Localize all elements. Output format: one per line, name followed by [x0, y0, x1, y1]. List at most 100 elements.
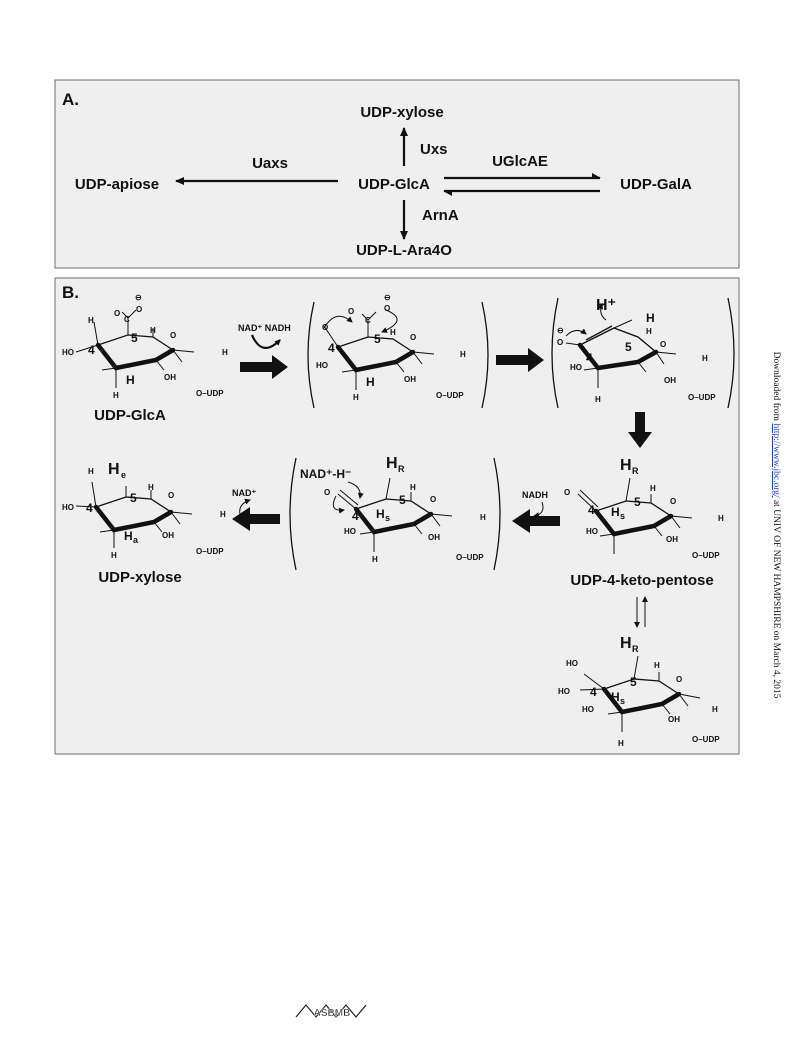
keto-ho: HO	[586, 527, 598, 536]
cofactor-curve-3	[239, 498, 251, 515]
hydrate-h5: H	[654, 661, 660, 670]
glca-oh: OH	[164, 373, 176, 382]
red-ring-o: O	[430, 495, 436, 504]
arrow-step-4	[512, 509, 560, 533]
arrow-step-5	[232, 507, 280, 531]
red-nad-h: NAD⁺-H⁻	[300, 467, 351, 481]
hydrate-hs-main: H	[611, 690, 620, 704]
bracket-right-3	[493, 457, 501, 571]
int-oh: OH	[404, 375, 416, 384]
enol-oudp: O–UDP	[688, 393, 716, 402]
hydrate-oh: OH	[668, 715, 680, 724]
red-h1: H	[480, 513, 486, 522]
cofactor-nad-nadh: NAD⁺ NADH	[238, 323, 291, 333]
int-o-keto: O	[322, 323, 328, 332]
hydrate-ring-o: O	[676, 675, 682, 684]
hydrate-h1: H	[712, 705, 718, 714]
enol-h-bottom: H	[595, 395, 601, 404]
enol-c5: 5	[625, 340, 632, 354]
glca-h-top: H	[88, 316, 94, 325]
hydrate-c4: 4	[590, 685, 597, 699]
structure-keto-intermediate	[323, 309, 435, 390]
bracket-left-1	[307, 301, 315, 409]
keto-hr-sub: R	[632, 466, 639, 476]
hydrate-hr-main: H	[620, 635, 632, 652]
hydrate-hs-sub: s	[620, 696, 625, 706]
int-ho: HO	[316, 361, 328, 370]
asbmb-logo: ASBMB	[295, 1004, 367, 1019]
panel-a-label: A.	[62, 90, 79, 109]
enol-oh: OH	[664, 376, 676, 385]
int-h3: H	[366, 375, 375, 389]
structure-4-keto-pentose	[577, 477, 693, 554]
xyl-h1: H	[220, 510, 226, 519]
node-udp-glca: UDP-GlcA	[358, 176, 430, 193]
arrow-step-3	[628, 412, 652, 448]
xyl-c4: 4	[86, 501, 93, 515]
xyl-oh: OH	[162, 531, 174, 540]
glca-h5: H	[150, 326, 156, 335]
panel-a-box	[54, 79, 740, 269]
node-udp-l-ara4o: UDP-L-Ara4O	[356, 242, 452, 259]
int-ring-o: O	[410, 333, 416, 342]
node-udp-apiose: UDP-apiose	[75, 176, 159, 193]
watermark-prefix: Downloaded from	[771, 351, 781, 424]
enol-ring-o: O	[660, 340, 666, 349]
asbmb-logo-text: ASBMB	[314, 1008, 351, 1019]
xyl-h-top: H	[88, 467, 94, 476]
enol-o: O	[557, 338, 563, 347]
cofactor-nadh: NADH	[522, 490, 548, 500]
glca-o-carboxyl-left: O	[114, 309, 120, 318]
structure-udp-glca	[75, 309, 195, 388]
enol-h1: H	[702, 354, 708, 363]
hydrate-oudp: O–UDP	[692, 735, 720, 744]
keto-ring-o: O	[670, 497, 676, 506]
glca-c4: 4	[88, 343, 95, 357]
glca-oudp: O–UDP	[196, 389, 224, 398]
hydrate-h-bottom: H	[618, 739, 624, 748]
xyl-oudp: O–UDP	[196, 547, 224, 556]
arrow-step-1	[240, 355, 288, 379]
glca-ho: HO	[62, 348, 74, 357]
name-udp-glca: UDP-GlcA	[94, 407, 166, 424]
enzyme-uaxs: Uaxs	[252, 155, 288, 172]
enzyme-arna: ArnA	[422, 207, 459, 224]
bracket-left-3	[289, 457, 297, 571]
keto-hs-sub: s	[620, 511, 625, 521]
name-udp-xylose: UDP-xylose	[98, 569, 181, 586]
red-oh: OH	[428, 533, 440, 542]
name-udp-4-keto-pentose: UDP-4-keto-pentose	[570, 572, 713, 589]
structure-hydrate	[579, 655, 701, 732]
hydrate-hr-sub: R	[632, 644, 639, 654]
jbc-link[interactable]: http://www.jbc.org/	[771, 423, 781, 498]
int-c5: 5	[374, 332, 381, 346]
xyl-he-main: H	[108, 461, 120, 478]
keto-h1: H	[718, 514, 724, 523]
keto-hr-main: H	[620, 457, 632, 474]
xyl-h-bottom: H	[111, 551, 117, 560]
xyl-h5: H	[148, 483, 154, 492]
red-hr-sub: R	[398, 464, 405, 474]
bracket-left-2	[551, 297, 559, 409]
int-c4: 4	[328, 341, 335, 355]
hydrate-ho-2: HO	[558, 687, 570, 696]
int-h5: H	[390, 328, 396, 337]
glca-o-carboxyl-top: O	[136, 305, 142, 314]
panel-b-box	[54, 277, 740, 755]
int-o-left: O	[348, 307, 354, 316]
xyl-ho: HO	[62, 503, 74, 512]
structure-reduction-intermediate	[332, 477, 453, 552]
int-h1: H	[460, 350, 466, 359]
red-hs-sub: s	[385, 513, 390, 523]
red-h5: H	[410, 483, 416, 492]
hydrate-c5: 5	[630, 675, 637, 689]
cofactor-curve-1	[250, 334, 281, 349]
int-oudp: O–UDP	[436, 391, 464, 400]
glca-c5: 5	[131, 331, 138, 345]
glca-neg-charge: ⊖	[135, 293, 142, 302]
bracket-right-2	[727, 297, 735, 409]
hydrate-ho-3: HO	[582, 705, 594, 714]
int-c: C	[365, 316, 371, 325]
enol-h5: H	[646, 327, 652, 336]
